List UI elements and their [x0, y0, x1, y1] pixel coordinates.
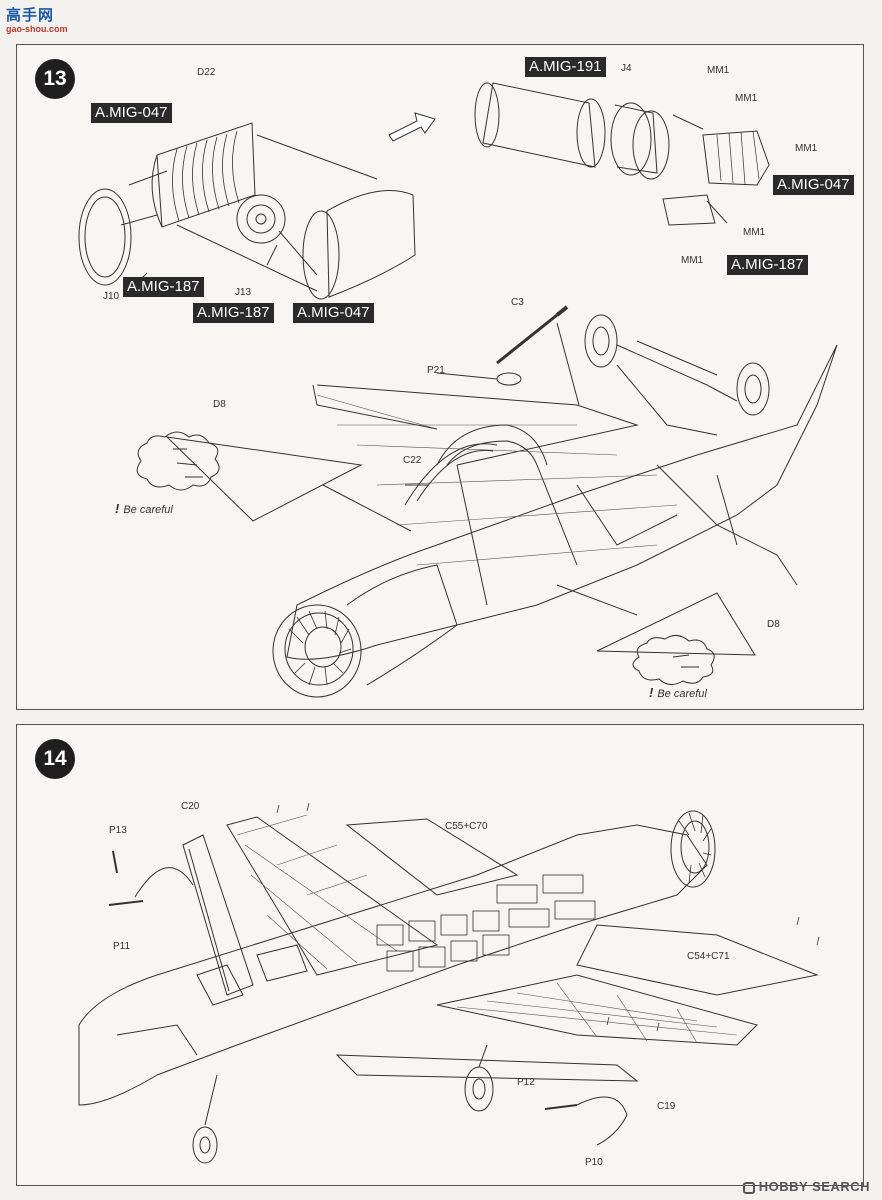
part-label-p13: P13 [109, 825, 127, 836]
caution-note: !Be careful [649, 685, 707, 700]
part-label-mm1: MM1 [795, 143, 818, 154]
part-label-mm1: MM1 [707, 65, 730, 76]
part-label-p12: P12 [517, 1077, 535, 1088]
part-label-d8: D8 [213, 399, 226, 410]
part-label-mm1: MM1 [743, 227, 766, 238]
paint-label: A.MIG-047 [91, 103, 172, 123]
paint-label: A.MIG-187 [193, 303, 274, 323]
part-label-c19: C19 [657, 1101, 676, 1112]
part-label-c54-c71: C54+C71 [687, 951, 730, 962]
watermark-url: gao-shou.com [6, 24, 68, 34]
part-label-p11: P11 [113, 941, 131, 952]
step-14-number: 14 [35, 739, 75, 779]
caution-text: Be careful [123, 504, 173, 516]
part-label-j4: J4 [621, 63, 632, 74]
caution-mark: ! [115, 501, 120, 516]
part-label-c3: C3 [511, 297, 524, 308]
hobby-search-logo: HOBBY SEARCH [742, 1179, 870, 1194]
watermark-logo: 高手网 gao-shou.com [4, 4, 76, 38]
part-label-d22: D22 [197, 67, 216, 78]
part-label-mm1: MM1 [681, 255, 704, 266]
paint-label: A.MIG-187 [727, 255, 808, 275]
step-14-drawing [78, 802, 820, 1164]
step-14-panel: 14 C20 P13 P11 C55+C70 C54+C71 P12 C19 P… [16, 724, 864, 1186]
part-label-j10: J10 [103, 291, 120, 302]
part-label-d8: D8 [767, 619, 780, 630]
step-13-drawing [78, 82, 838, 698]
step-13-panel: 13 A.MIG-047 A.MIG-187 A.MIG-187 A.MIG-0… [16, 44, 864, 710]
caution-mark: ! [649, 685, 654, 700]
caution-text: Be careful [657, 688, 707, 700]
watermark-cn: 高手网 [6, 7, 55, 24]
paint-label: A.MIG-047 [293, 303, 374, 323]
part-label-p10: P10 [585, 1157, 603, 1168]
step-13-number: 13 [35, 59, 75, 99]
paint-label: A.MIG-187 [123, 277, 204, 297]
caution-note: !Be careful [115, 501, 173, 516]
part-label-mm1: MM1 [735, 93, 758, 104]
part-label-c22: C22 [403, 455, 422, 466]
part-label-p21: P21 [427, 365, 445, 376]
part-label-j13: J13 [235, 287, 252, 298]
part-label-c55-c70: C55+C70 [445, 821, 488, 832]
hobby-search-mark-icon [742, 1181, 755, 1194]
footer-brand: HOBBY SEARCH [758, 1179, 870, 1194]
part-label-c20: C20 [181, 801, 200, 812]
paint-label: A.MIG-191 [525, 57, 606, 77]
paint-label: A.MIG-047 [773, 175, 854, 195]
